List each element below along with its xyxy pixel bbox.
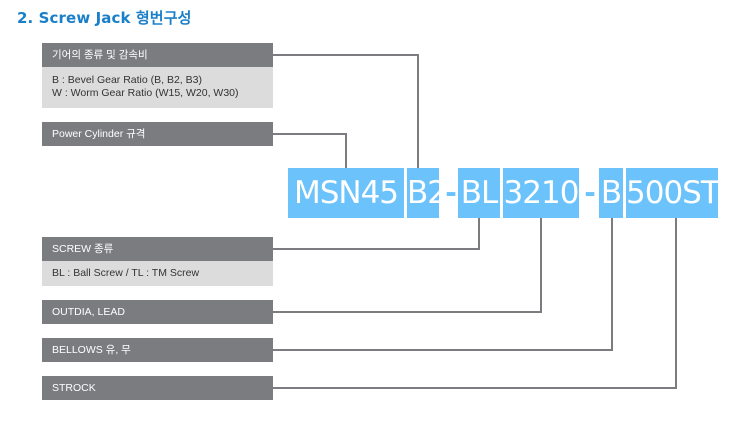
connector-bellows (273, 218, 613, 351)
connector-screw-type (273, 218, 480, 250)
connector-power-cylinder (273, 133, 347, 168)
code-separator: - (584, 176, 596, 209)
power-cylinder-heading: Power Cylinder 규격 (42, 122, 273, 146)
connector-outdia-lead (273, 218, 542, 313)
code-segment-outdia-lead: 3210 (503, 168, 579, 218)
gear-type-line-bevel: B : Bevel Gear Ratio (B, B2, B3) (52, 74, 202, 86)
screw-type-heading: SCREW 종류 (42, 237, 273, 261)
code-separator: - (445, 176, 457, 209)
screw-type-description: BL : Ball Screw / TL : TM Screw (42, 261, 273, 286)
code-segment-screw: BL (458, 168, 500, 218)
connector-strock (273, 218, 677, 389)
code-segment-gear: B2 (407, 168, 447, 218)
screw-type-line: BL : Ball Screw / TL : TM Screw (52, 267, 200, 279)
code-segment-stroke: 500ST (626, 168, 720, 218)
strock-heading: STROCK (42, 376, 273, 400)
outdia-lead-heading: OUTDIA, LEAD (42, 300, 273, 324)
code-segment-model: MSN45 (288, 168, 404, 218)
page-title: 2. Screw Jack 형번구성 (17, 9, 192, 27)
connector-gear-type (273, 54, 419, 168)
gear-type-heading: 기어의 종류 및 감속비 (42, 43, 273, 67)
gear-type-description: B : Bevel Gear Ratio (B, B2, B3) W : Wor… (42, 67, 273, 108)
code-segment-bellows: B (599, 168, 623, 218)
gear-type-line-worm: W : Worm Gear Ratio (W15, W20, W30) (52, 87, 239, 99)
bellows-heading: BELLOWS 유, 무 (42, 338, 273, 362)
